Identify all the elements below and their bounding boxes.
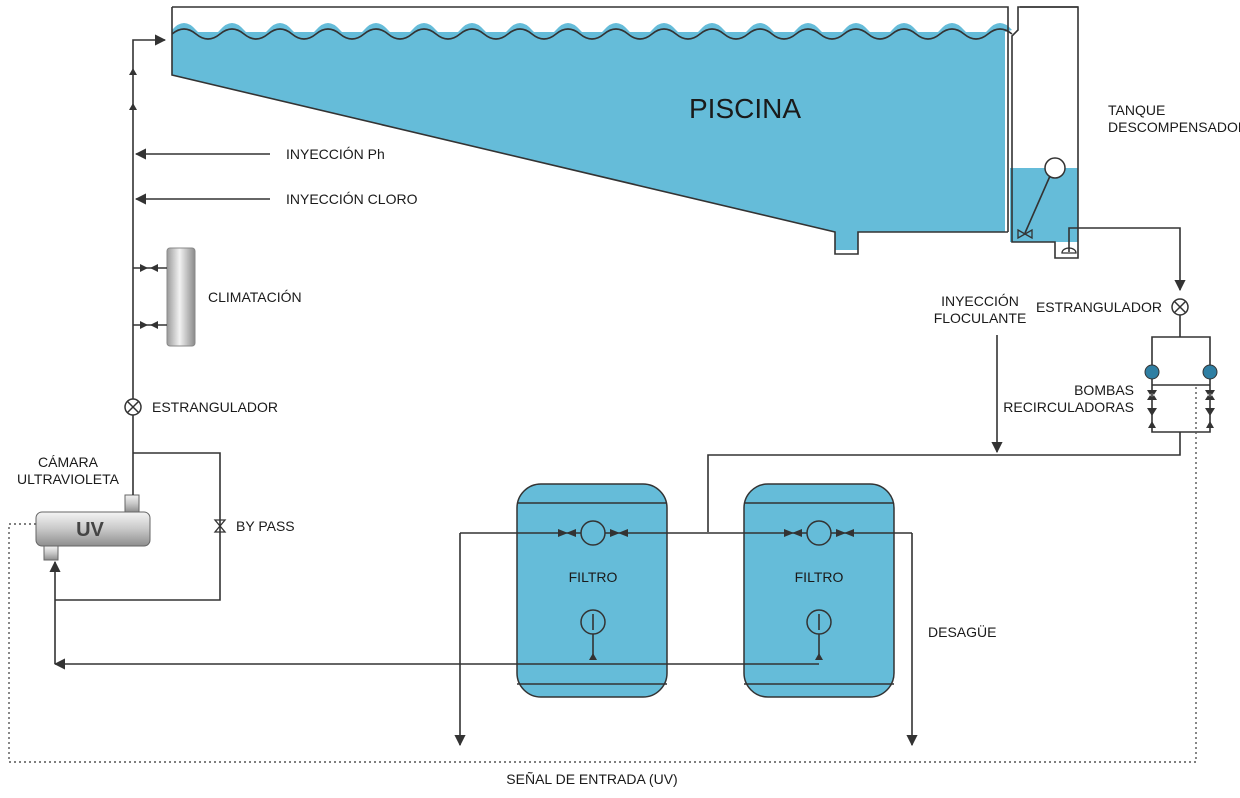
flocculant-label-2: FLOCULANTE — [934, 310, 1027, 326]
gauge-icon — [580, 520, 606, 546]
pool-waves — [172, 23, 1012, 40]
pumps-label-1: BOMBAS — [1074, 382, 1134, 398]
pool-outline — [171, 6, 1009, 255]
pump-icon — [1202, 364, 1218, 380]
right-throttle-label: ESTRANGULADOR — [1036, 299, 1162, 315]
tank-outline — [1011, 6, 1079, 259]
flocculant-label-1: INYECCIÓN — [941, 293, 1019, 309]
bypass-valve-icon — [213, 519, 227, 533]
left-throttle-valve — [124, 398, 142, 416]
pump-icon — [1144, 364, 1160, 380]
drain-label: DESAGÜE — [928, 623, 996, 640]
pool: PISCINA — [171, 6, 1013, 255]
balance-tank: TANQUE DESCOMPENSADOR — [1010, 6, 1240, 259]
filter-1: FILTRO — [516, 483, 668, 698]
filter-2: FILTRO — [743, 483, 895, 698]
uv-chamber-label-2: ULTRAVIOLETA — [17, 471, 120, 487]
filter-1-label: FILTRO — [569, 569, 618, 585]
tank-valve-icon — [1017, 228, 1033, 240]
heating-unit — [133, 247, 196, 347]
pool-wave-line — [171, 28, 1013, 40]
right-throttle-valve — [1171, 298, 1189, 316]
left-throttle-label: ESTRANGULADOR — [152, 399, 278, 415]
recirculation-pumps — [1144, 364, 1218, 433]
pool-label: PISCINA — [689, 93, 801, 124]
input-signal-label: SEÑAL DE ENTRADA (UV) — [506, 771, 677, 787]
pool-water — [172, 32, 1005, 250]
tank-water — [1010, 168, 1078, 242]
tank-label-2: DESCOMPENSADOR — [1108, 119, 1240, 135]
ph-injection-label: INYECCIÓN Ph — [286, 146, 385, 162]
uv-signal-line — [8, 384, 1197, 763]
chlorine-injection-label: INYECCIÓN CLORO — [286, 191, 418, 207]
filter-2-label: FILTRO — [795, 569, 844, 585]
uv-chamber-label-1: CÁMARA — [38, 454, 99, 470]
pumps-label-2: RECIRCULADORAS — [1003, 399, 1134, 415]
gauge-icon — [806, 520, 832, 546]
bypass-label: BY PASS — [236, 518, 295, 534]
heating-label: CLIMATACIÓN — [208, 289, 302, 305]
uv-chamber: UV — [35, 494, 151, 561]
float-valve-icon — [1044, 157, 1066, 179]
tank-label-1: TANQUE — [1108, 102, 1165, 118]
uv-label: UV — [76, 519, 104, 541]
